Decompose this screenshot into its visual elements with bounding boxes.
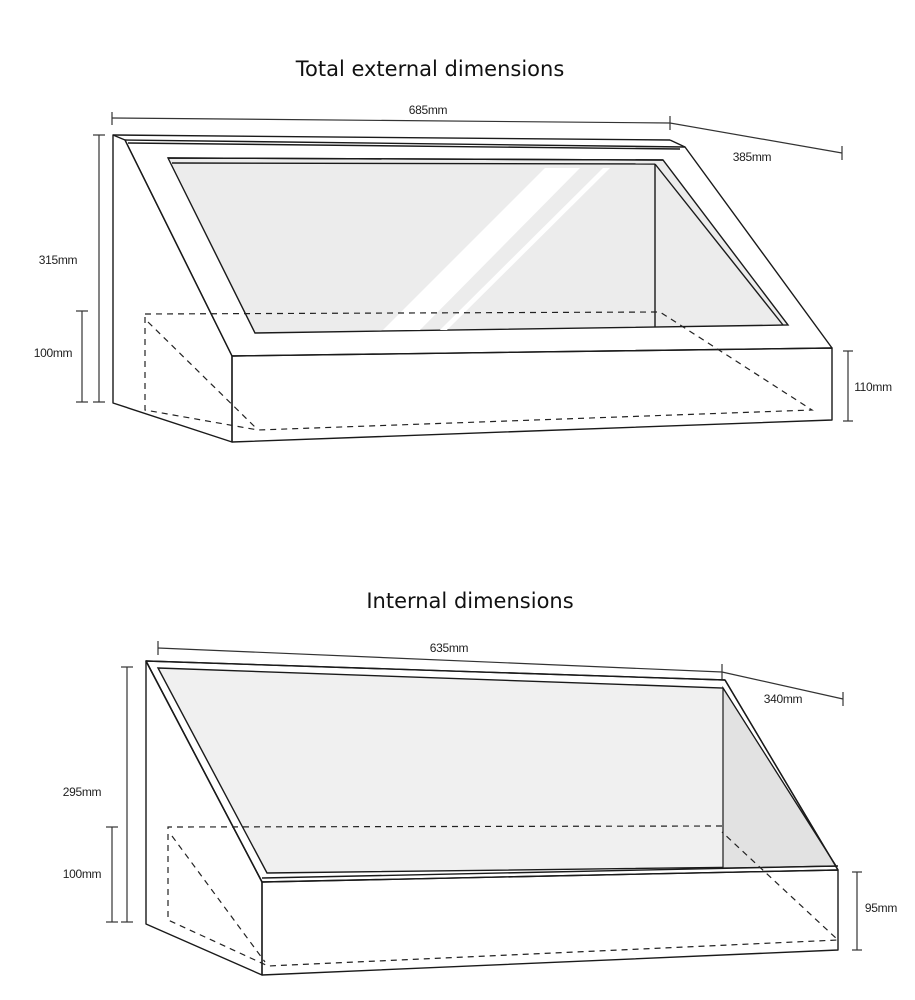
window-inner-edge (171, 162, 656, 165)
hidden-base-diagonal (147, 321, 257, 429)
external-box-drawing (112, 134, 833, 443)
external-depth-dimension: 385mm (669, 122, 843, 164)
top-inner-edge (127, 142, 681, 150)
internal-dimensions-section: Internal dimensions 635mm 340mm (63, 589, 898, 976)
top-edge-bevel (669, 139, 686, 148)
glare-stripe (383, 168, 580, 330)
hidden-base-diagonal (171, 835, 266, 963)
internal-width-dimension: 635mm (157, 641, 723, 679)
internal-base-back-label: 100mm (63, 867, 102, 881)
external-base-front-label: 110mm (854, 380, 892, 394)
front-top-rim (261, 865, 839, 879)
top-edge (145, 660, 726, 681)
external-width-dimension: 685mm (111, 103, 671, 130)
external-base-back-label: 100mm (34, 346, 73, 360)
internal-base-front-label: 95mm (865, 901, 897, 915)
internal-base-front-dimension: 95mm (852, 871, 898, 951)
internal-depth-dimension: 340mm (721, 671, 844, 706)
right-slant-edge (724, 679, 839, 871)
external-base-back-dimension: 100mm (34, 310, 88, 403)
internal-box-drawing (145, 660, 840, 976)
glare-stripe-thin (440, 168, 610, 330)
external-depth-label: 385mm (733, 150, 772, 164)
internal-depth-label: 340mm (764, 692, 803, 706)
external-width-label: 685mm (409, 103, 448, 117)
hidden-base-outline (167, 825, 840, 967)
top-edge (112, 134, 671, 141)
front-panel (231, 347, 833, 443)
internal-base-back-dimension: 100mm (63, 826, 118, 923)
window-top-edge (167, 157, 664, 161)
external-height-dimension: 315mm (39, 134, 105, 403)
internal-title: Internal dimensions (366, 589, 573, 613)
window-inner-right (654, 163, 784, 326)
external-dimensions-section: Total external dimensions (34, 57, 892, 443)
external-title: Total external dimensions (295, 57, 565, 81)
front-panel (261, 869, 839, 976)
external-height-label: 315mm (39, 253, 78, 267)
external-base-front-dimension: 110mm (843, 350, 892, 422)
internal-height-label: 295mm (63, 785, 102, 799)
internal-height-dimension: 295mm (63, 666, 133, 923)
left-slant-edge (145, 660, 263, 883)
hidden-base-outline (144, 311, 814, 431)
glass-side-shade (722, 685, 838, 869)
internal-width-label: 635mm (430, 641, 469, 655)
